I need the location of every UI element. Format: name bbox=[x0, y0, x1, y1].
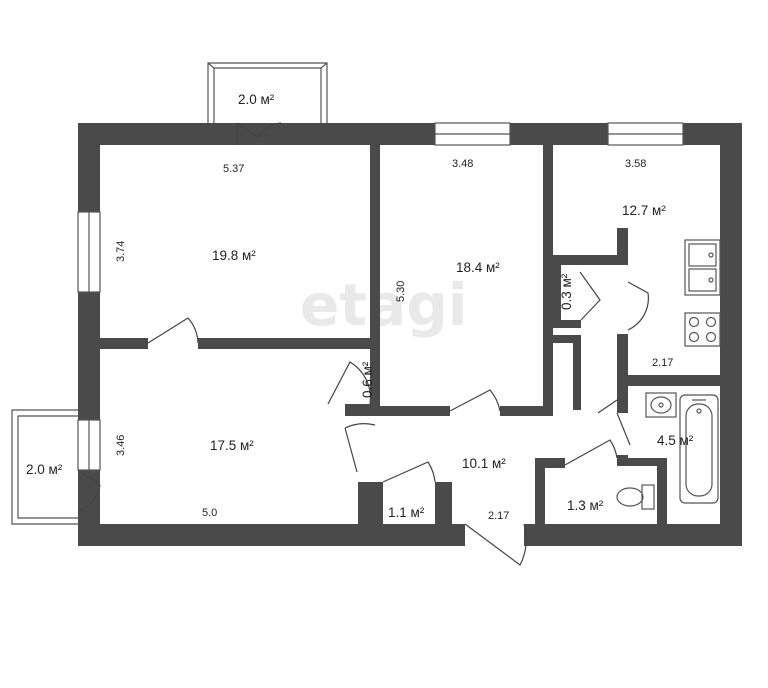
living-area: 19.8 м² bbox=[212, 248, 256, 263]
toilet-icon bbox=[616, 484, 655, 510]
balcony-left bbox=[11, 409, 78, 525]
dimension-labels: 5.37 3.74 3.48 5.30 3.58 2.17 3.46 5.0 2… bbox=[115, 158, 673, 522]
balcony-left-area: 2.0 м² bbox=[26, 462, 63, 477]
balcony-top bbox=[207, 62, 328, 123]
room-center-area: 18.4 м² bbox=[456, 260, 500, 275]
dim-center-height: 5.30 bbox=[395, 281, 407, 302]
room-labels: 2.0 м² 19.8 м² 18.4 м² 12.7 м² 17.5 м² 2… bbox=[26, 92, 694, 520]
sink-icon bbox=[684, 239, 721, 296]
balcony-top-area: 2.0 м² bbox=[238, 92, 275, 107]
dim-sw-width: 5.0 bbox=[202, 507, 217, 519]
dim-center-width: 3.48 bbox=[452, 158, 473, 170]
closet-mid-area: 0.6 м² bbox=[360, 361, 375, 398]
dim-kitchen-inner: 2.17 bbox=[652, 357, 673, 369]
doors bbox=[77, 122, 649, 566]
bathroom-area: 4.5 м² bbox=[657, 433, 694, 448]
dim-nw-width: 5.37 bbox=[223, 163, 244, 175]
kitchen-area: 12.7 м² bbox=[622, 203, 666, 218]
bathtub-icon bbox=[679, 394, 719, 504]
closet-small-area: 0.3 м² bbox=[559, 273, 574, 310]
windows bbox=[77, 122, 684, 471]
dim-hall-width: 2.17 bbox=[488, 510, 509, 522]
storage-area: 1.1 м² bbox=[388, 505, 425, 520]
washbasin-icon bbox=[645, 392, 677, 418]
dim-kitchen-width: 3.58 bbox=[625, 158, 646, 170]
room-sw-area: 17.5 м² bbox=[210, 438, 254, 453]
dim-nw-height: 3.74 bbox=[115, 241, 127, 262]
dim-sw-height: 3.46 bbox=[115, 435, 127, 456]
stove-icon bbox=[684, 312, 721, 347]
watermark: etagi bbox=[300, 271, 468, 339]
toilet-area: 1.3 м² bbox=[567, 498, 604, 513]
hallway-area: 10.1 м² bbox=[462, 456, 506, 471]
